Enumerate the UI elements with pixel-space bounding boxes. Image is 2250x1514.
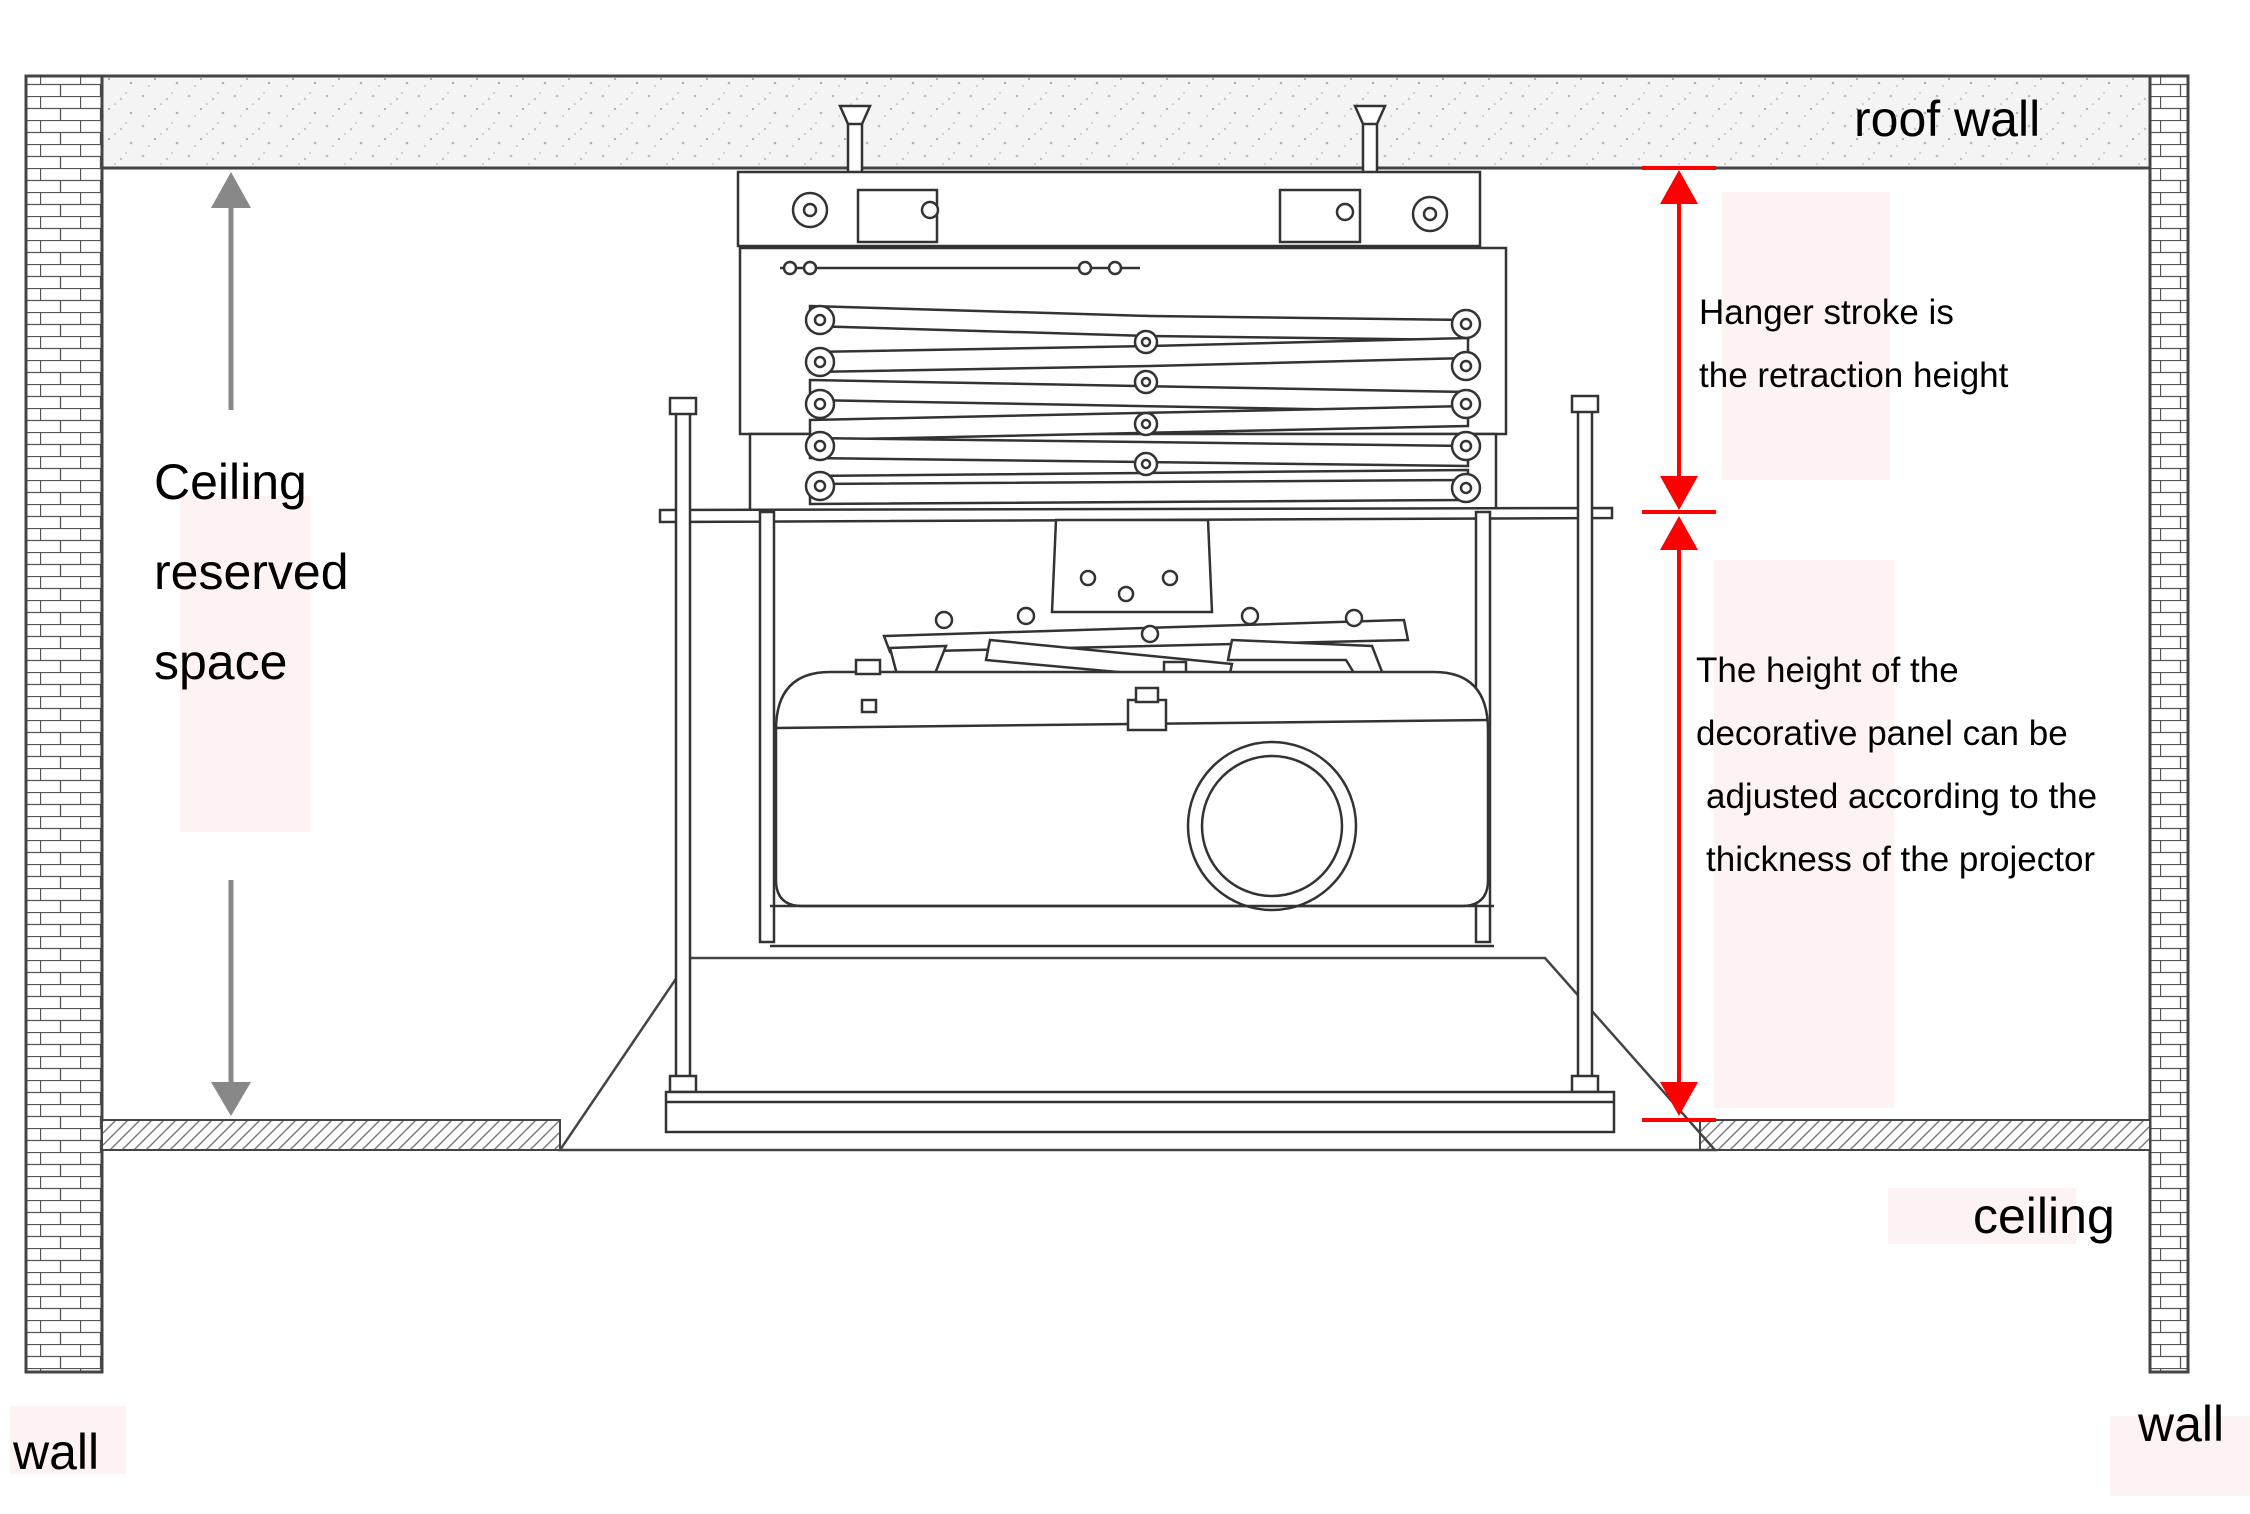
roof-slab [98,74,2154,170]
panel-height-line-3: adjusted according to the [1706,777,2098,816]
right-wall [2148,74,2190,1374]
decorative-panel [664,1090,1616,1134]
roof-wall-label: roof wall [1854,91,2041,147]
label-highlight [2110,1416,2250,1496]
ceiling-label: ceiling [1973,1188,2115,1244]
panel-height-label: The height of the decorative panel can b… [1696,639,2097,891]
panel-height-line-1: The height of the [1696,651,1959,690]
wall-label-left: wall [13,1424,100,1480]
ceiling-reserved-line-2: reserved [154,544,349,600]
left-wall [24,74,104,1374]
hanger-stroke-line-1: Hanger stroke is [1699,293,1954,332]
hanger-stroke-label: Hanger stroke is the retraction height [1699,281,2008,407]
label-highlight [10,1406,126,1474]
label-highlight [1714,560,1894,1108]
label-highlight [180,496,310,832]
hanger-stroke-line-2: the retraction height [1699,356,2009,395]
support-plate [658,506,1614,524]
scissor-lift [738,246,1508,512]
ceiling-reserved-line-3: space [154,634,288,690]
lift-top-bracket [736,170,1482,248]
label-highlight [1722,192,1890,480]
ceiling-opening [557,956,1718,1152]
reserved-space-arrow [211,172,251,1116]
projector [770,658,1494,948]
red-dimension-markers [1642,166,1716,1122]
ceiling-strip-right [1699,1119,2151,1151]
mounting-bolts [838,104,1387,176]
panel-height-line-2: decorative panel can be [1696,714,2068,753]
ceiling-reserved-line-1: Ceiling [154,454,307,510]
wall-label-right: wall [2138,1396,2225,1452]
label-highlight [1888,1188,2076,1244]
panel-height-line-4: thickness of the projector [1706,840,2096,879]
ceiling-strip-left [101,1119,561,1151]
ceiling-reserved-space-label: Ceiling reserved space [154,437,349,707]
projector-mount [882,518,1410,708]
